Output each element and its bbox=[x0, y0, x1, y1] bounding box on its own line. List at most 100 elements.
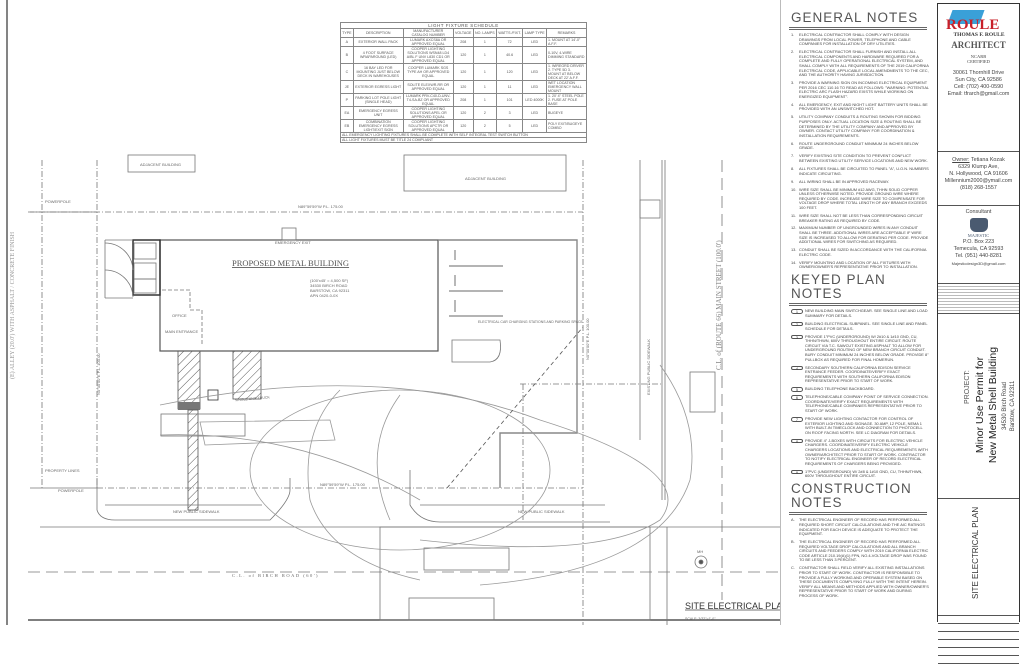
architect-address: Sun City, CA 92586 bbox=[955, 77, 1002, 83]
schedule-cell: EB bbox=[340, 119, 354, 133]
note-number: 3. bbox=[791, 80, 795, 86]
note-number: 4. bbox=[791, 101, 795, 107]
owner-section: Owner: Tetiana Kozak 6329 Klump Ave, N. … bbox=[938, 152, 1019, 206]
schedule-cell: 120 bbox=[452, 63, 474, 81]
schedule-cell: 1. MOUNT AT 14'-0" A.F.F. bbox=[546, 37, 587, 47]
note-text: CONDUIT SHALL BE SIZED IN ACCORDANCE WIT… bbox=[799, 247, 927, 257]
building-info: (100'x45' = 4,500 SF) bbox=[310, 278, 349, 283]
note-item: 8.ALL FIXTURES SHALL BE CIRCUITED TO PAN… bbox=[781, 165, 935, 176]
consultant-logo: MAJESTIC bbox=[967, 233, 990, 238]
revision-notes bbox=[938, 284, 1019, 314]
schedule-cell: P bbox=[340, 93, 354, 107]
note-text: VERIFY EXISTING SITE CONDITION TO PREVEN… bbox=[799, 153, 928, 163]
birch-road-label: C.L. of BIRCH ROAD (60') bbox=[232, 573, 319, 578]
schedule-cell: C bbox=[340, 63, 354, 81]
note-number: 8. bbox=[791, 165, 795, 171]
note-number: 9. bbox=[791, 178, 795, 184]
note-text: THE ELECTRICAL ENGINEER OF RECORD HAS PE… bbox=[799, 539, 929, 563]
schedule-cell: 5 bbox=[495, 119, 524, 133]
note-text: PROVIDE A WARNING SIGN ON INCOMING ELECT… bbox=[799, 80, 929, 99]
schedule-cell: LED bbox=[522, 106, 547, 120]
schedule-cell: 16 BAY LED FOR MOUNTING JUST BELOW DECK … bbox=[352, 63, 404, 81]
drawing-title: SITE ELECTRICAL PLAN bbox=[685, 601, 780, 611]
keyed-note-tag: 3 bbox=[791, 334, 803, 339]
new-sidewalk-label: NEW PUBLIC SIDEWALK bbox=[173, 509, 220, 514]
powerpole-label: POWERPOLE bbox=[58, 488, 84, 493]
truck-label: SINGLE UNIT TRUCK bbox=[235, 395, 271, 402]
note-text: PROVIDE 4" J-BOXES WITH CIRCUITS FOR ELE… bbox=[805, 437, 928, 466]
property-lines bbox=[28, 160, 780, 625]
schedule-cell: 1 bbox=[472, 37, 497, 47]
office-label: OFFICE bbox=[172, 313, 187, 318]
schedule-header: NO. LAMPS bbox=[472, 28, 497, 38]
schedule-cell: LED bbox=[522, 46, 547, 64]
consultant-logo-icon bbox=[969, 218, 988, 232]
note-item: 10.WIRE SIZE SHALL BE MINIMUM #12 AWG, T… bbox=[781, 187, 935, 211]
schedule-header: TYPE bbox=[340, 28, 354, 38]
parking-stripes bbox=[449, 250, 503, 317]
alley-label: (E) ALLEY (20.0') WITH ASPHALT / CONCRET… bbox=[9, 231, 16, 379]
schedule-cell: 11 bbox=[495, 80, 524, 94]
schedule-cell: EXTERIOR EGRESS LIGHT bbox=[352, 80, 404, 94]
note-number: 12. bbox=[791, 225, 797, 231]
sheet-title: SITE ELECTRICAL PLAN bbox=[971, 506, 980, 599]
schedule-header: DESCRIPTION bbox=[352, 28, 404, 38]
schedule-cell: 208 bbox=[452, 93, 474, 107]
adjacent-building-label: ADJACENT BUILDING bbox=[140, 162, 181, 167]
construction-notes-list: A.THE ELECTRICAL ENGINEER OF RECORD HAS … bbox=[781, 517, 935, 598]
schedule-cell: 2 bbox=[472, 106, 497, 120]
schedule-cell: 1. 20' 4" STEEL POLE 2. FUSE AT POLE BAS… bbox=[546, 93, 587, 107]
schedule-cell: LED bbox=[522, 37, 547, 47]
schedule-cell: LED bbox=[522, 63, 547, 81]
manhole-label: MH bbox=[697, 549, 703, 554]
note-item: 7.VERIFY EXISTING SITE CONDITION TO PREV… bbox=[781, 154, 935, 163]
owner-address: N. Hollywood, CA 91606 bbox=[949, 171, 1008, 177]
architect-address: 30061 Thornhill Drive bbox=[952, 70, 1005, 76]
south-property-line-label: N89°59'59"W P.L. 175.00 bbox=[320, 482, 366, 487]
ncarb-label: NCARB CERTIFIED bbox=[967, 54, 990, 64]
note-number: 11. bbox=[791, 212, 797, 218]
owner-address: 6329 Klump Ave, bbox=[958, 164, 999, 170]
schedule-cell: EXTERIOR WALL PACK bbox=[352, 37, 404, 47]
schedule-cell: 0-10V, 4-WIRE DIMMING STANDARD bbox=[546, 46, 587, 64]
note-item: 3. PROVIDE A WARNING SIGN ON INCOMING ELE… bbox=[781, 80, 935, 99]
construction-notes-title: CONSTRUCTION bbox=[791, 481, 912, 497]
manhole-icon bbox=[694, 555, 708, 569]
powerpole-label: POWERPOLE bbox=[45, 199, 71, 204]
schedule-cell: LUMARK PRV-C40-D-UNV-T4-SA-BZ OR APPROVE… bbox=[402, 93, 454, 107]
note-item: 11.WIRE SIZE SHALL NOT BE LESS THAN CORR… bbox=[781, 212, 935, 223]
west-property-line-label: N0°00'00"E P.L. 100.00 bbox=[96, 353, 101, 395]
schedule-cell: COOPER LIGHTING SOLUTIONS APC7R OR APPRO… bbox=[402, 119, 454, 133]
keyed-note-tag: 4 bbox=[791, 365, 803, 370]
note-item: A.THE ELECTRICAL ENGINEER OF RECORD HAS … bbox=[781, 517, 935, 536]
main-entrance-label: MAIN ENTRANCE bbox=[165, 329, 198, 334]
construction-notes-title: NOTES bbox=[791, 495, 843, 511]
adjacent-building-right bbox=[403, 154, 567, 192]
schedule-cell: LED bbox=[522, 80, 547, 94]
schedule-cell: B bbox=[340, 46, 354, 64]
revision-table bbox=[938, 616, 1019, 668]
east-property-line-label: N0°00'00"E P.L. 100.00 bbox=[585, 318, 590, 360]
schedule-cell: PARKING LOT POLE LIGHT (SINGLE HEAD) bbox=[352, 93, 404, 107]
vehicle-turn-paths bbox=[159, 364, 693, 586]
schedule-header: VOLTAGE bbox=[452, 28, 474, 38]
keyed-note-tag: 2 bbox=[791, 321, 803, 327]
note-text: BUILDING TELEPHONE BACKBOARD. bbox=[805, 386, 875, 392]
general-notes-title: GENERAL NOTES bbox=[791, 10, 919, 25]
ev-island bbox=[451, 339, 501, 363]
schedule-cell: WET LOCATION EMERGENCY WALL MOUNT bbox=[546, 80, 587, 94]
note-text: MAXIMUM NUMBER OF UNGROUNDED WIRES IN AN… bbox=[799, 225, 929, 245]
schedule-cell: 120 bbox=[452, 106, 474, 120]
schedule-cell: 72 bbox=[495, 37, 524, 47]
note-text: 1"PVC (UNDERGROUND) W/ 2#8 & 1#10 GND, C… bbox=[805, 468, 923, 479]
